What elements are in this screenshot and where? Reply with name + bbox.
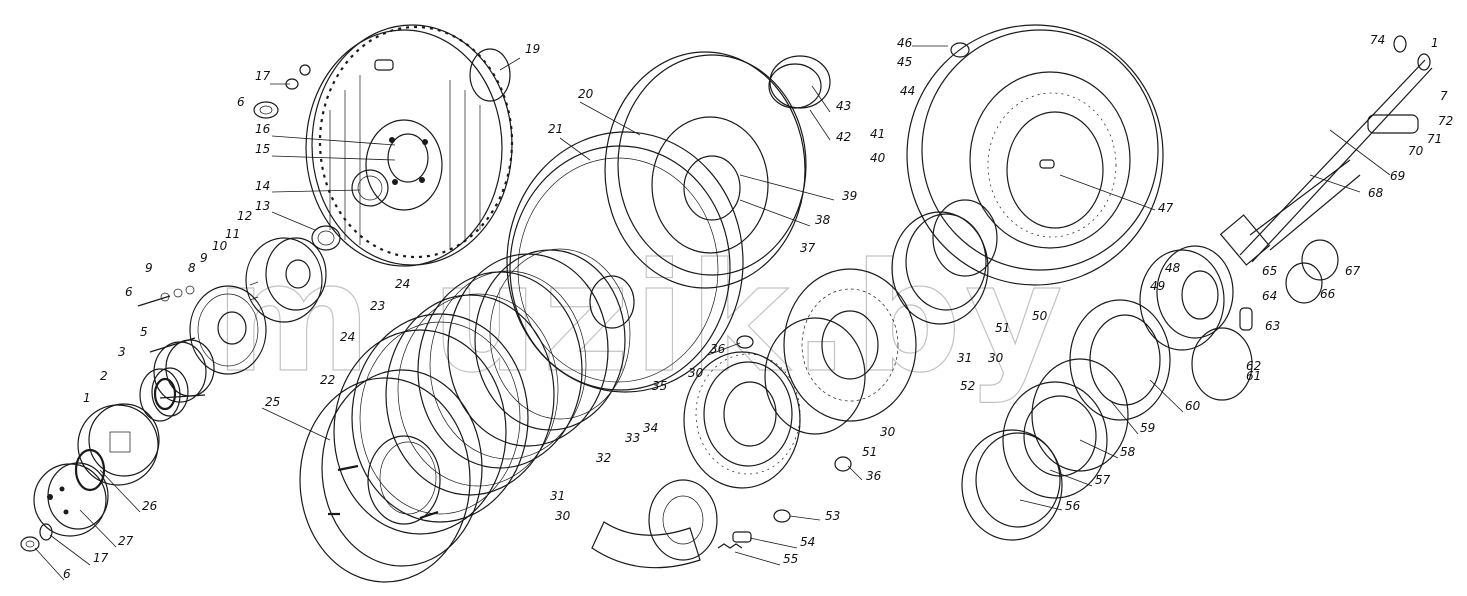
callout-11: 11 xyxy=(225,227,240,241)
callout-25: 25 xyxy=(265,395,280,409)
callout-10: 10 xyxy=(212,239,228,253)
callout-1: 1 xyxy=(1431,36,1439,50)
callout-24: 24 xyxy=(395,277,410,291)
callout-50: 50 xyxy=(1032,309,1048,323)
callout-69: 69 xyxy=(1390,169,1405,183)
callout-58: 58 xyxy=(1120,445,1136,459)
callout-61: 61 xyxy=(1246,369,1261,383)
callout-46: 46 xyxy=(897,36,913,50)
callout-43: 43 xyxy=(836,99,851,113)
callout-23: 23 xyxy=(370,299,385,313)
callout-6: 6 xyxy=(237,95,245,109)
callout-31: 31 xyxy=(550,489,565,503)
callout-30: 30 xyxy=(880,425,896,439)
callout-66: 66 xyxy=(1320,287,1336,301)
turbine-wheels xyxy=(591,199,998,569)
callout-21: 21 xyxy=(548,122,563,136)
callout-3: 3 xyxy=(118,345,126,359)
callout-57: 57 xyxy=(1095,473,1111,487)
callout-48: 48 xyxy=(1165,261,1181,275)
callout-16: 16 xyxy=(255,122,271,136)
callout-67: 67 xyxy=(1345,264,1361,278)
callout-30: 30 xyxy=(988,351,1004,365)
callout-19: 19 xyxy=(525,42,540,56)
callout-22: 22 xyxy=(320,373,335,387)
callout-55: 55 xyxy=(783,552,798,566)
callout-44: 44 xyxy=(900,84,915,98)
callout-64: 64 xyxy=(1262,289,1277,303)
callout-13: 13 xyxy=(255,199,270,213)
torque-converter-housing xyxy=(506,51,831,393)
callout-32: 32 xyxy=(596,451,611,465)
callout-65: 65 xyxy=(1262,264,1277,278)
callout-30: 30 xyxy=(555,509,571,523)
front-housing xyxy=(253,24,514,267)
callout-52: 52 xyxy=(960,379,975,393)
callout-5: 5 xyxy=(140,325,148,339)
callout-47: 47 xyxy=(1158,201,1174,215)
callout-45: 45 xyxy=(897,55,912,69)
callout-2: 2 xyxy=(100,369,108,383)
callout-9: 9 xyxy=(200,251,208,265)
callout-68: 68 xyxy=(1368,186,1384,200)
callout-72: 72 xyxy=(1438,114,1453,128)
callout-27: 27 xyxy=(118,534,134,548)
callout-70: 70 xyxy=(1408,144,1424,158)
callout-39: 39 xyxy=(842,189,857,203)
callout-41: 41 xyxy=(870,127,885,141)
callout-56: 56 xyxy=(1065,499,1081,513)
callout-14: 14 xyxy=(255,179,270,193)
callout-6: 6 xyxy=(125,285,133,299)
leader-lines xyxy=(34,57,1391,581)
callout-63: 63 xyxy=(1265,319,1280,333)
watermark: m uzik.by xyxy=(215,232,1067,406)
callout-42: 42 xyxy=(836,130,851,144)
callout-24: 24 xyxy=(340,330,355,344)
callout-8: 8 xyxy=(188,261,196,275)
callout-54: 54 xyxy=(800,535,815,549)
clutch-drum xyxy=(299,248,631,583)
callout-30: 30 xyxy=(688,366,704,380)
callout-34: 34 xyxy=(643,421,658,435)
callout-17: 17 xyxy=(255,69,271,83)
callout-9: 9 xyxy=(145,261,153,275)
callout-31: 31 xyxy=(957,351,972,365)
right-output-assembly xyxy=(961,35,1433,541)
callout-71: 71 xyxy=(1427,132,1442,146)
callout-1: 1 xyxy=(83,391,91,405)
callout-15: 15 xyxy=(255,142,270,156)
callout-53: 53 xyxy=(825,509,840,523)
callout-7: 7 xyxy=(1440,89,1448,103)
callout-59: 59 xyxy=(1140,421,1155,435)
callout-37: 37 xyxy=(800,241,816,255)
callout-62: 62 xyxy=(1246,359,1261,373)
callout-60: 60 xyxy=(1185,399,1201,413)
callout-20: 20 xyxy=(578,87,594,101)
callout-35: 35 xyxy=(652,379,667,393)
pump-wheel xyxy=(906,24,1164,286)
callout-33: 33 xyxy=(625,431,640,445)
callout-38: 38 xyxy=(815,213,831,227)
callout-51: 51 xyxy=(995,321,1010,335)
callout-6: 6 xyxy=(63,567,71,581)
callout-49: 49 xyxy=(1150,279,1165,293)
callout-36: 36 xyxy=(710,342,726,356)
callout-74: 74 xyxy=(1370,33,1385,47)
callout-26: 26 xyxy=(142,499,158,513)
callout-40: 40 xyxy=(870,151,886,165)
callout-17: 17 xyxy=(93,551,109,565)
left-input-assembly xyxy=(20,225,341,552)
callout-12: 12 xyxy=(237,209,252,223)
callout-51: 51 xyxy=(862,445,877,459)
callout-36: 36 xyxy=(866,469,882,483)
